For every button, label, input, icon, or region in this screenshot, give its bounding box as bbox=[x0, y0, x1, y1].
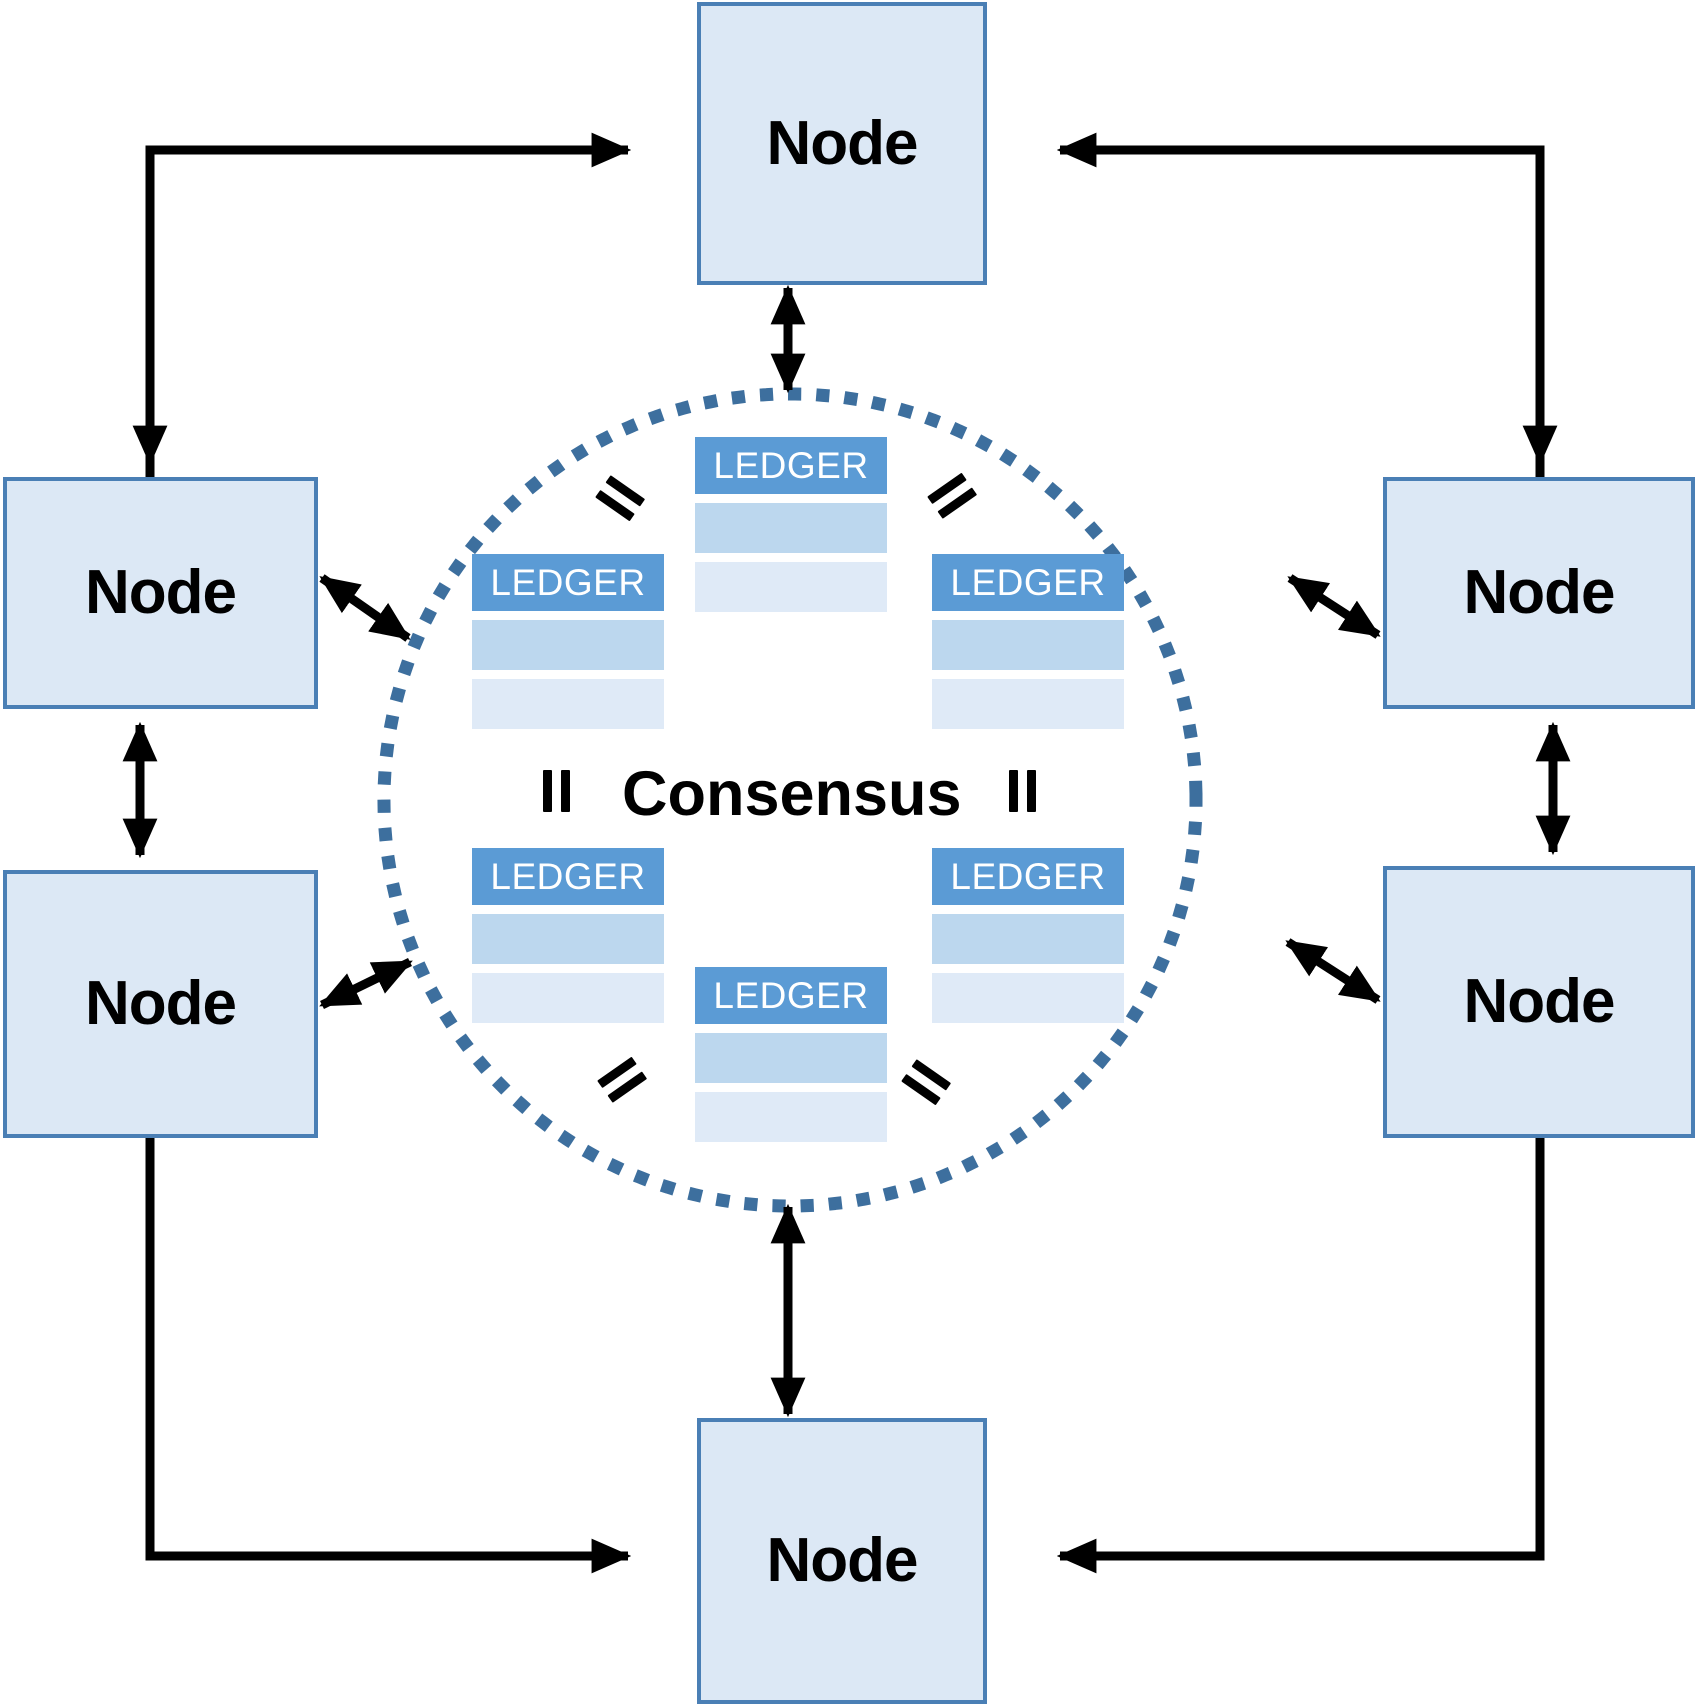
ledger-bottom[interactable]: LEDGER bbox=[695, 967, 887, 1142]
ledger-lower-right[interactable]: LEDGER bbox=[932, 848, 1124, 1023]
equals-icon-mid-left bbox=[536, 770, 578, 812]
ledger-row-2 bbox=[472, 679, 664, 729]
node-label: Node bbox=[1463, 967, 1616, 1036]
ledger-header: LEDGER bbox=[472, 554, 664, 611]
ledger-header: LEDGER bbox=[695, 967, 887, 1024]
consensus-circle bbox=[377, 387, 1203, 1213]
ledger-lower-left[interactable]: LEDGER bbox=[472, 848, 664, 1023]
node-bottom[interactable]: Node bbox=[697, 1418, 987, 1704]
node-right-upper[interactable]: Node bbox=[1383, 477, 1695, 709]
ledger-header: LEDGER bbox=[932, 554, 1124, 611]
ledger-upper-right[interactable]: LEDGER bbox=[932, 554, 1124, 729]
node-left-lower[interactable]: Node bbox=[3, 870, 318, 1138]
ledger-header: LEDGER bbox=[932, 848, 1124, 905]
ledger-row-2 bbox=[932, 973, 1124, 1023]
arrow-rightlower-to-bottom bbox=[1056, 1138, 1545, 1574]
ledger-upper-left[interactable]: LEDGER bbox=[472, 554, 664, 729]
arrow-leftupper-to-circle bbox=[319, 574, 411, 642]
node-top[interactable]: Node bbox=[697, 2, 987, 285]
ledger-row-1 bbox=[695, 1033, 887, 1083]
node-left-upper[interactable]: Node bbox=[3, 477, 318, 709]
arrow-leftlower-to-bottom bbox=[145, 1138, 632, 1574]
node-label: Node bbox=[85, 969, 237, 1038]
ledger-row-1 bbox=[932, 914, 1124, 964]
node-label: Node bbox=[766, 1526, 919, 1595]
node-label: Node bbox=[85, 558, 237, 627]
equals-icon-mid-right bbox=[1002, 770, 1044, 812]
arrow-leftlower-to-circle bbox=[319, 957, 413, 1010]
node-right-lower[interactable]: Node bbox=[1383, 866, 1695, 1138]
ledger-header: LEDGER bbox=[695, 437, 887, 494]
arrow-rightupper-to-circle bbox=[1287, 574, 1381, 639]
ledger-row-1 bbox=[695, 503, 887, 553]
node-label: Node bbox=[766, 108, 919, 178]
ledger-row-2 bbox=[695, 562, 887, 612]
ledger-header: LEDGER bbox=[472, 848, 664, 905]
node-label: Node bbox=[1463, 558, 1616, 627]
arrow-rightupper-to-top bbox=[1056, 132, 1545, 477]
ledger-row-2 bbox=[472, 973, 664, 1023]
arrow-rightlower-to-circle bbox=[1285, 938, 1381, 1004]
ledger-row-2 bbox=[695, 1092, 887, 1142]
consensus-label: Consensus bbox=[622, 759, 962, 829]
ledger-row-1 bbox=[932, 620, 1124, 670]
ledger-top[interactable]: LEDGER bbox=[695, 437, 887, 612]
ledger-row-1 bbox=[472, 620, 664, 670]
ledger-row-1 bbox=[472, 914, 664, 964]
ledger-row-2 bbox=[932, 679, 1124, 729]
arrow-leftupper-to-top bbox=[145, 132, 632, 477]
